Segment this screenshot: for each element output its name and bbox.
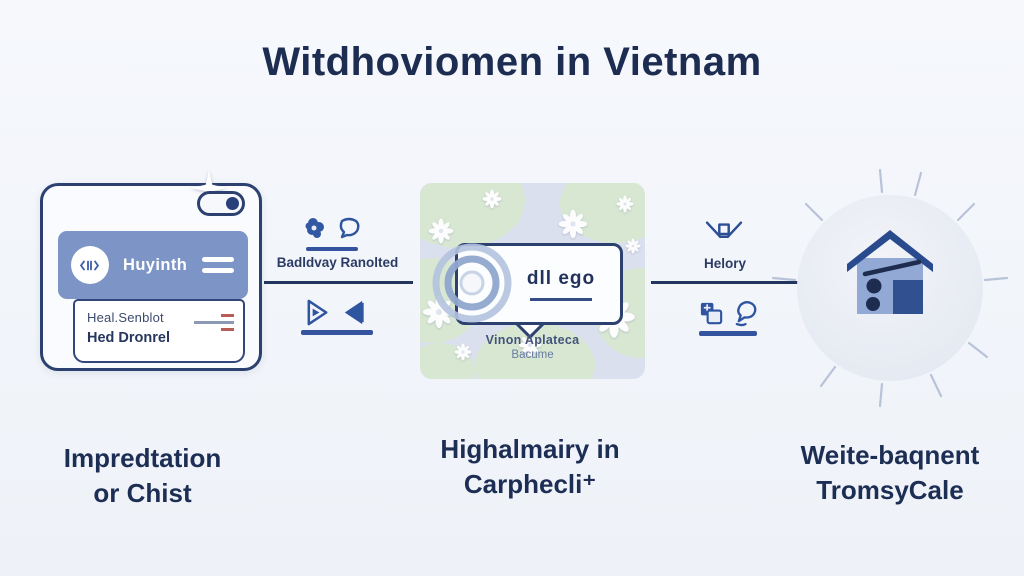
- flower-icon: [558, 209, 588, 239]
- list-dashes-icon: [194, 314, 234, 331]
- play-left-icon: [344, 300, 364, 325]
- copy-squares-icon: [700, 302, 723, 325]
- caption-left-line2: or Chist: [93, 478, 192, 508]
- flower-icon: [616, 195, 634, 213]
- hamburger-icon: [202, 251, 234, 279]
- play-right-icon: [307, 299, 328, 326]
- gear-blob-icon: [305, 218, 324, 238]
- red-dash: [221, 328, 234, 331]
- caption-right-line1: Weite-baqnent: [800, 440, 980, 470]
- caption-right: Weite-baqnent TromsyCale: [765, 438, 1015, 508]
- logo-glyph-icon: [80, 260, 99, 270]
- flower-icon: [482, 189, 502, 209]
- bubble-underline: [530, 298, 592, 301]
- connector-line: [264, 281, 413, 284]
- flower-icon: [625, 238, 641, 254]
- page-title: Witdhoviomen in Vietnam: [262, 40, 762, 84]
- icon-underline: [306, 247, 358, 251]
- funnel-box-icon: [705, 221, 743, 239]
- list-item: Heal.Senblot: [87, 310, 164, 325]
- card-title: Huyinth: [123, 255, 188, 274]
- caption-left: Impredtation or Chist: [20, 441, 265, 511]
- caption-left-line1: Impredtation: [63, 443, 222, 473]
- hamburger-line: [202, 257, 234, 262]
- bubble-label: dll ego: [526, 268, 596, 289]
- connector-line: [651, 281, 798, 284]
- speech-curl-icon: [735, 301, 757, 327]
- list-item: Hed Dronrel: [87, 330, 170, 346]
- left-connector-label: Badldvay Ranolted: [276, 255, 399, 270]
- left-connector-icons: [303, 216, 362, 242]
- caption-middle-line1: Highalmairy in: [440, 434, 620, 464]
- map-caption-line1: Vinon Aplateca: [485, 333, 580, 347]
- house-icon: [847, 230, 933, 314]
- left-connector-lower-icons: [303, 297, 368, 328]
- card-header: Huyinth: [58, 231, 248, 299]
- toggle-icon: [197, 191, 245, 216]
- map-caption: Vinon Aplateca Bacume: [420, 333, 645, 361]
- caption-right-line2: TromsyCale: [816, 475, 964, 505]
- caption-middle-line2: Carphecli⁺: [463, 469, 597, 499]
- icon-underline: [301, 330, 373, 335]
- right-connector-icons: [703, 218, 745, 250]
- red-dash: [221, 314, 234, 317]
- icon-underline: [699, 331, 757, 336]
- gray-line: [194, 321, 234, 324]
- card-list: Heal.Senblot Hed Dronrel: [73, 299, 245, 363]
- map-panel: dll ego Vinon Aplateca Bacume: [420, 183, 645, 379]
- sun-rays-icon: [771, 168, 1009, 408]
- right-connector-lower-icons: [698, 299, 759, 328]
- avatar: [71, 246, 109, 284]
- hamburger-line: [202, 268, 234, 273]
- right-connector-label: Helory: [703, 256, 747, 271]
- location-rings-icon: [432, 243, 512, 323]
- map-caption-line2: Bacume: [511, 349, 554, 361]
- browser-card: Huyinth Heal.Senblot Hed Dronrel: [40, 183, 262, 371]
- caption-middle: Highalmairy in Carphecli⁺: [405, 432, 655, 502]
- toggle-knob: [226, 197, 239, 210]
- speech-bubble-icon: [339, 217, 360, 239]
